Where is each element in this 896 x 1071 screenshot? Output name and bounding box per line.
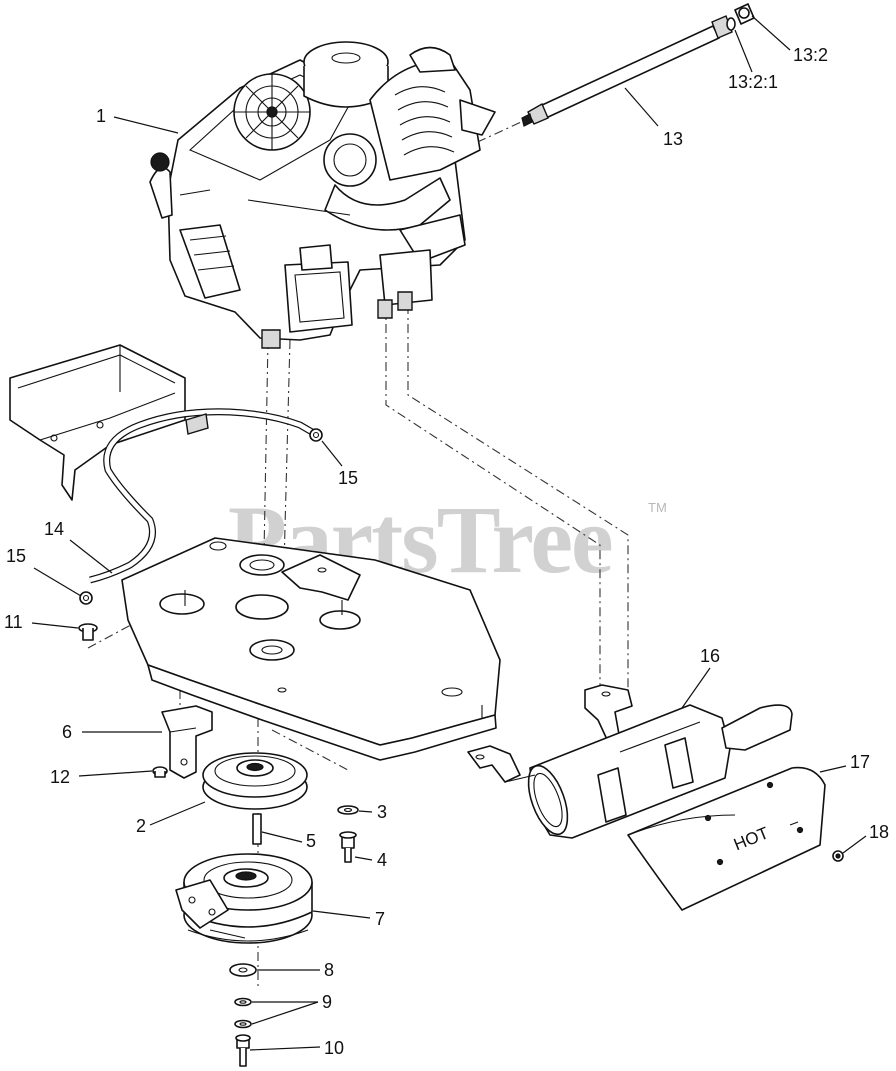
- callout-washer[interactable]: 3: [377, 802, 387, 822]
- fuel-o-ring[interactable]: [726, 17, 736, 31]
- callout-clutch-washer[interactable]: 8: [324, 960, 334, 980]
- callout-flange-nut[interactable]: 12: [50, 767, 70, 787]
- watermark-trademark: TM: [648, 500, 667, 515]
- cable-clamp-top[interactable]: [309, 428, 323, 442]
- cable-bracket[interactable]: [9, 344, 186, 501]
- callout-lock-washers[interactable]: 9: [322, 992, 332, 1012]
- callout-clamp-top[interactable]: 15: [338, 468, 358, 488]
- key[interactable]: [252, 813, 262, 845]
- callout-carriage-bolt[interactable]: 11: [4, 612, 23, 632]
- fuel-line[interactable]: [521, 15, 733, 127]
- bolt[interactable]: [339, 831, 357, 863]
- callout-clutch[interactable]: 7: [375, 909, 385, 929]
- fuel-fitting[interactable]: [734, 3, 755, 25]
- cable-clamp-left[interactable]: [79, 591, 93, 605]
- callout-throttle-cable[interactable]: 14: [44, 519, 64, 539]
- callout-clamp-left[interactable]: 15: [6, 546, 26, 566]
- callout-bracket[interactable]: 6: [62, 722, 72, 742]
- callout-muffler[interactable]: 16: [700, 646, 720, 666]
- electric-clutch[interactable]: [175, 853, 313, 944]
- engine[interactable]: [149, 41, 496, 349]
- heat-shield[interactable]: HOT: [627, 766, 826, 911]
- engine-deck-plate[interactable]: [121, 537, 501, 761]
- callout-key[interactable]: 5: [306, 831, 316, 851]
- lock-washers[interactable]: [234, 997, 252, 1029]
- flange-nut[interactable]: [152, 766, 168, 778]
- screw[interactable]: [832, 850, 844, 862]
- callout-heat-shield[interactable]: 17: [850, 752, 870, 772]
- callouts: 1 2 3 4 5 6 7 8 9 10 11 12 13 13:2 13:2:…: [4, 45, 889, 1058]
- callout-fuel-line[interactable]: 13: [663, 129, 683, 149]
- pulley[interactable]: [202, 752, 308, 810]
- callout-o-ring[interactable]: 13:2:1: [728, 72, 778, 92]
- clutch-bolt[interactable]: [235, 1034, 251, 1067]
- callout-clutch-bolt[interactable]: 10: [324, 1038, 344, 1058]
- callout-fitting[interactable]: 13:2: [793, 45, 828, 65]
- leader-lines: [31, 15, 867, 1051]
- clutch-washer[interactable]: [229, 963, 257, 977]
- throttle-cable[interactable]: [89, 408, 314, 584]
- callout-engine[interactable]: 1: [96, 106, 106, 126]
- callout-pulley[interactable]: 2: [136, 816, 146, 836]
- washer[interactable]: [337, 805, 359, 815]
- muffler[interactable]: [467, 684, 793, 839]
- mounting-bracket[interactable]: [161, 705, 213, 779]
- callout-screw[interactable]: 18: [869, 822, 889, 842]
- callout-bolt[interactable]: 4: [377, 850, 387, 870]
- carriage-bolt[interactable]: [78, 623, 98, 641]
